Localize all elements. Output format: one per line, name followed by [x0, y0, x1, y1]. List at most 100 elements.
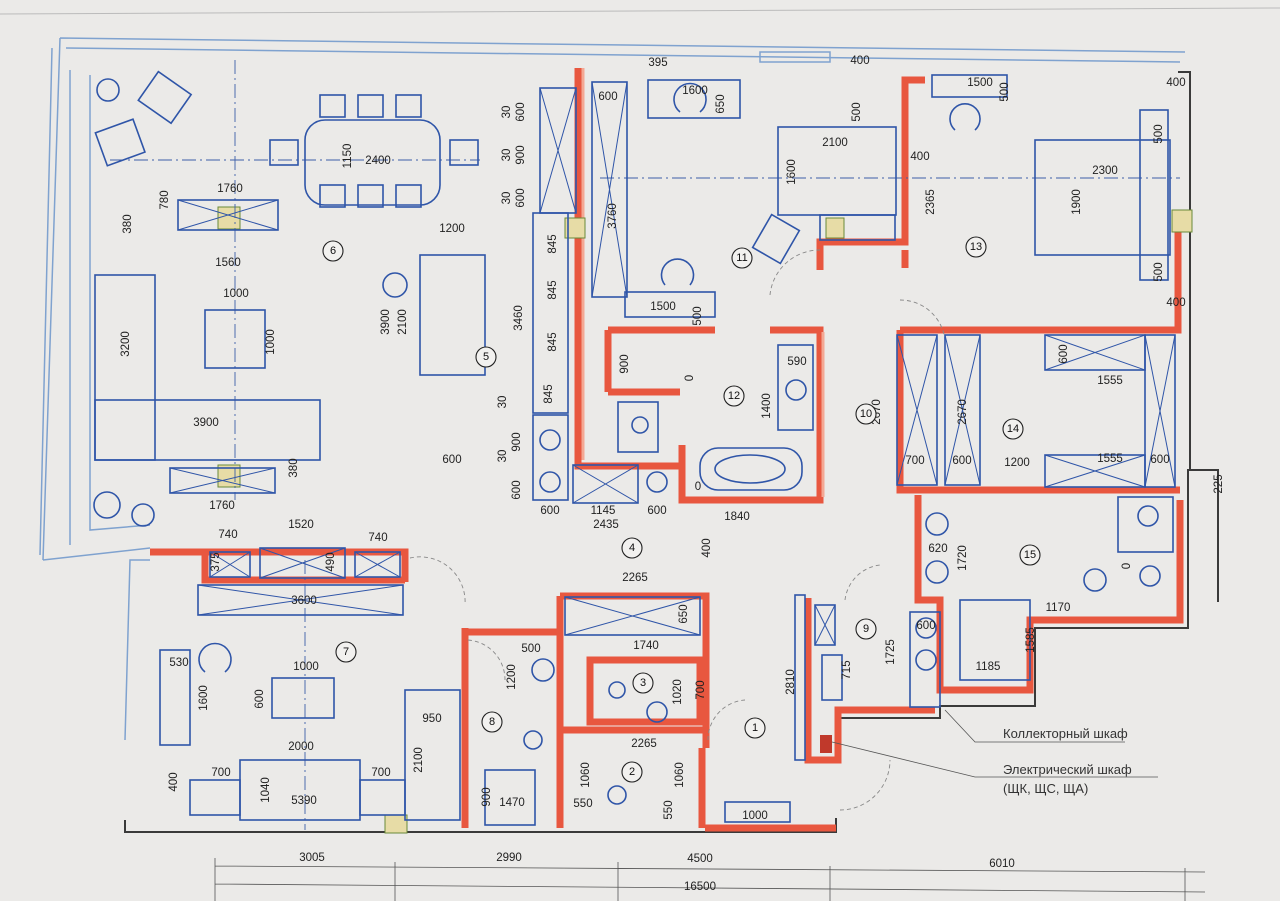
- dimension-label: 2265: [631, 738, 657, 750]
- dimension-label: 2100: [397, 309, 409, 335]
- dimension-label: 600: [1058, 344, 1070, 363]
- room-marker-circle: [1019, 544, 1041, 566]
- dimension-label: 1000: [742, 810, 768, 822]
- dimension-label: 30: [497, 396, 509, 409]
- dimension-label: 1600: [198, 685, 210, 711]
- dimension-label: 1170: [1046, 602, 1071, 614]
- room-number: 12: [728, 390, 740, 402]
- room-marker-circle: [475, 346, 497, 368]
- dimension-label: 620: [928, 543, 947, 555]
- dining-table: [304, 119, 441, 206]
- room-number: 4: [629, 542, 635, 554]
- room-number: 7: [343, 646, 349, 658]
- room-marker-circle: [335, 641, 357, 663]
- room-number: 6: [330, 245, 336, 257]
- dimension-label: 0: [695, 481, 701, 493]
- doors: [409, 249, 946, 811]
- dimension-label: 395: [648, 57, 667, 69]
- dimension-label: 2100: [822, 137, 848, 149]
- dimension-label: 740: [218, 529, 237, 541]
- room-number: 1: [752, 722, 758, 734]
- dimension-label: 1555: [1097, 453, 1123, 465]
- room-marker-circle: [731, 247, 753, 269]
- dimension-label: 1060: [580, 762, 592, 788]
- dimension-label: 2000: [288, 741, 314, 753]
- dimension-label: 900: [511, 432, 523, 451]
- dimension-label: 600: [916, 620, 935, 632]
- dimension-label: 400: [910, 151, 929, 163]
- room-marker-circle: [855, 403, 877, 425]
- room-number: 5: [483, 351, 489, 363]
- dimension-label: 1000: [265, 329, 277, 355]
- leader-electric: [831, 741, 1158, 778]
- leader-collector: [944, 709, 1125, 743]
- room-marker-circle: [744, 717, 766, 739]
- dimension-label: 1520: [288, 519, 314, 531]
- kitchen-island: [419, 254, 486, 376]
- dimension-label: 375: [210, 552, 222, 571]
- dimension-label: 0: [684, 375, 696, 381]
- dimension-label: 1585: [1025, 627, 1037, 653]
- dimension-label: 3900: [380, 309, 392, 335]
- room-number: 10: [860, 408, 872, 420]
- dimension-label: 600: [254, 689, 266, 708]
- dimension-label: 600: [598, 91, 617, 103]
- dimension-label: 650: [715, 94, 727, 113]
- dimension-label: 1760: [217, 183, 243, 195]
- dimension-label: 600: [952, 455, 971, 467]
- dimension-label: 550: [573, 798, 592, 810]
- room-marker-circle: [1002, 418, 1024, 440]
- legend-electric-cabinet: Электрический шкаф: [1003, 762, 1132, 777]
- dimension-label: 590: [787, 356, 806, 368]
- coffee-table-7: [271, 677, 335, 719]
- dimension-label: 1470: [499, 797, 525, 809]
- overall-dimension-lines: [214, 858, 1206, 901]
- dimension-label: 1560: [215, 257, 241, 269]
- room-marker-circle: [632, 672, 654, 694]
- room-number: 8: [489, 716, 495, 728]
- dimension-label: 700: [905, 455, 924, 467]
- overall-dimension-label: 2990: [496, 852, 522, 864]
- dimension-label: 1500: [967, 77, 993, 89]
- dimension-label: 700: [371, 767, 390, 779]
- room-marker-circle: [723, 385, 745, 407]
- dimension-label: 2810: [785, 669, 797, 695]
- dimension-label: 380: [122, 214, 134, 233]
- dimension-label: 1200: [506, 664, 518, 690]
- dimension-label: 1000: [223, 288, 249, 300]
- glazing: [39, 37, 1186, 741]
- dimension-label: 1040: [260, 777, 272, 803]
- room-marker-circle: [322, 240, 344, 262]
- dimension-label: 2670: [957, 399, 969, 425]
- dimension-label: 1150: [342, 144, 354, 169]
- dimension-label: 500: [1153, 124, 1165, 143]
- dimension-label: 2365: [925, 189, 937, 215]
- dimension-label: 1500: [650, 301, 676, 313]
- dimension-label: 600: [1150, 454, 1169, 466]
- dimension-label: 845: [547, 234, 559, 253]
- coffee-table: [204, 309, 266, 369]
- dimension-label: 225: [1213, 474, 1225, 493]
- dimension-label: 3200: [120, 331, 132, 357]
- dimension-label: 1185: [976, 661, 1001, 673]
- dimension-label: 1900: [1071, 189, 1083, 215]
- legend-electric-cabinet-sub: (ЩК, ЩС, ЩА): [1003, 781, 1089, 796]
- room-marker-circle: [965, 236, 987, 258]
- dimension-label: 400: [850, 55, 869, 67]
- dimension-label: 900: [515, 145, 527, 164]
- room-number: 15: [1024, 549, 1036, 561]
- room-number: 14: [1007, 423, 1019, 435]
- dimension-label: 900: [481, 787, 493, 806]
- legend-collector-cabinet: Коллекторный шкаф: [1003, 726, 1128, 741]
- dimension-label: 30: [501, 106, 513, 119]
- dimension-label: 500: [1153, 262, 1165, 281]
- dimension-label: 700: [695, 680, 707, 699]
- dimension-label: 950: [422, 713, 441, 725]
- dimension-label: 845: [547, 332, 559, 351]
- dimension-label: 1400: [761, 393, 773, 419]
- dimension-label: 30: [497, 450, 509, 463]
